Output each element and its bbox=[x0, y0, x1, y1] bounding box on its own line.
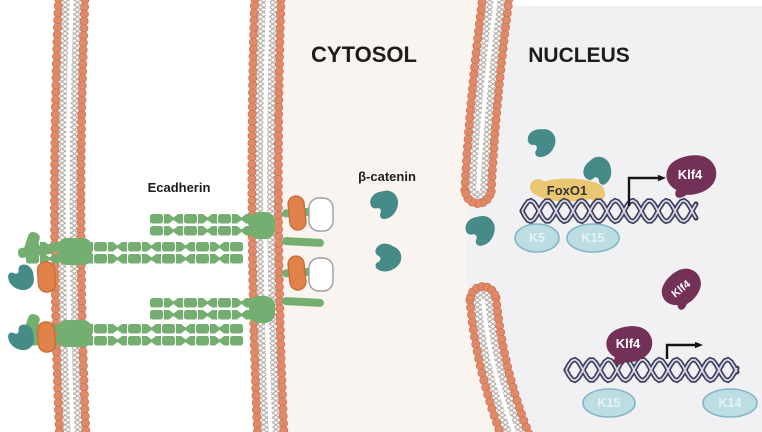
cytosol-label: CYTOSOL bbox=[311, 42, 417, 67]
nucleus-top-margin bbox=[500, 0, 762, 6]
klf4-label-top: Klf4 bbox=[678, 167, 703, 182]
adherens-junction bbox=[6, 195, 334, 353]
foxo1-label: FoxO1 bbox=[547, 183, 587, 198]
klf4-protein-free: Klf4 bbox=[655, 261, 710, 315]
gene-k5-label: K5 bbox=[529, 231, 545, 245]
ecadherin-chain bbox=[150, 298, 251, 320]
dna-helix-bottom bbox=[563, 356, 740, 384]
gene-k15-top: K15 bbox=[566, 223, 620, 253]
klf4-protein-bottom: Klf4 bbox=[605, 324, 654, 366]
ecadherin-label: Ecadherin bbox=[148, 180, 211, 195]
klf4-label-bottom: Klf4 bbox=[616, 336, 641, 351]
nucleus-region bbox=[465, 0, 762, 432]
cell-membrane-left bbox=[50, 0, 91, 432]
gene-k15-bottom-label: K15 bbox=[598, 396, 621, 410]
ecadherin-chain bbox=[26, 242, 243, 264]
nuclear-envelope-bottom bbox=[465, 282, 533, 432]
gene-k14: K14 bbox=[702, 388, 758, 418]
gene-k15-top-label: K15 bbox=[582, 231, 605, 245]
transcription-arrow-bottom bbox=[665, 341, 703, 359]
transcription-arrow-top bbox=[627, 174, 666, 206]
nucleus-label: NUCLEUS bbox=[528, 44, 630, 67]
gene-k15-bottom: K15 bbox=[582, 388, 636, 418]
ecadherin-chain bbox=[150, 214, 251, 236]
foxo1-protein: FoxO1 bbox=[530, 178, 605, 202]
nuclear-envelope-top bbox=[460, 0, 514, 208]
gene-k14-label: K14 bbox=[719, 396, 742, 410]
dna-helix-top bbox=[519, 197, 699, 225]
gene-k5: K5 bbox=[514, 223, 560, 253]
klf4-protein-top: Klf4 bbox=[664, 153, 719, 200]
beta-catenin-label: β-catenin bbox=[358, 169, 416, 184]
gene-ovals: K5 K15 K15 K14 bbox=[514, 223, 758, 418]
